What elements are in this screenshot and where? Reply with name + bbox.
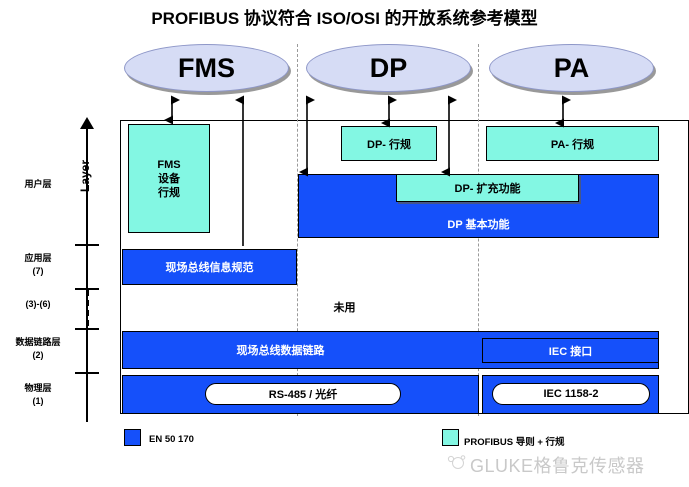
text-unused-label: 未用 [333, 302, 356, 314]
box-dp-basic-function-label: DP 基本功能 [447, 219, 510, 231]
layer-axis-line [86, 126, 88, 422]
layer-label-application-name: 应用层 [24, 253, 52, 263]
box-fieldbus-message-spec-label: 现场总线信息规范 [165, 262, 254, 274]
legend-swatch-profibus [442, 429, 459, 446]
box-dp-extended-function-label: DP- 扩充功能 [454, 183, 521, 195]
legend-swatch-en50170 [124, 429, 141, 446]
box-dp-profile-label: DP- 行规 [367, 138, 411, 151]
bubble-dp: DP [306, 44, 471, 92]
layer-label-user-name: 用户层 [24, 179, 52, 189]
watermark-icon [447, 455, 466, 469]
box-dp-extended-function: DP- 扩充功能 [396, 174, 579, 202]
box-fms-device-profile-line2: 设备 [158, 172, 180, 185]
layer-axis-dashed-segment [86, 290, 89, 326]
page-title: PROFIBUS 协议符合 ISO/OSI 的开放系统参考模型 [151, 9, 538, 28]
box-fms-device-profile-line3: 行规 [158, 186, 180, 199]
bubble-fms-label: FMS [178, 52, 235, 83]
box-fieldbus-message-spec: 现场总线信息规范 [122, 249, 297, 285]
text-unused: 未用 [0, 299, 689, 315]
legend-label-profibus: PROFIBUS 导则 + 行规 [464, 437, 565, 448]
pill-rs485: RS-485 / 光纤 [205, 383, 401, 405]
layer-label-application-number: (7) [32, 266, 44, 276]
layer-label-datalink-name: 数据链路层 [15, 337, 61, 347]
layer-label-3-6: (3)-(6) [0, 298, 76, 311]
box-fieldbus-data-link-label: 现场总线数据链路 [236, 345, 325, 357]
layer-tick-4 [75, 372, 99, 374]
layer-label-application: 应用层 (7) [0, 252, 76, 278]
layer-axis-arrowhead [80, 117, 94, 129]
bubble-pa-label: PA [553, 52, 590, 83]
layer-label-3-6-number: (3)-(6) [25, 299, 51, 309]
box-dp-profile: DP- 行规 [341, 126, 437, 161]
layer-tick-1 [75, 244, 99, 246]
legend-label-en50170: EN 50 170 [149, 434, 194, 445]
column-separator-fms-dp [297, 44, 298, 416]
watermark-text: GLUKE格鲁克传感器 [470, 456, 645, 476]
pill-rs485-label: RS-485 / 光纤 [268, 389, 338, 401]
box-iec-interface-label: IEC 接口 [548, 345, 593, 358]
layer-tick-3 [75, 328, 99, 330]
layer-label-physical: 物理层 (1) [0, 382, 76, 408]
layer-label-datalink: 数据链路层 (2) [0, 336, 76, 362]
layer-tick-2 [75, 288, 99, 290]
box-fms-device-profile-line1: FMS [157, 158, 181, 171]
layer-label-user: 用户层 [0, 178, 76, 191]
layer-label-datalink-number: (2) [32, 350, 44, 360]
bubble-pa: PA [489, 44, 654, 92]
layer-label-physical-name: 物理层 [24, 383, 52, 393]
layer-label-physical-number: (1) [32, 396, 44, 406]
box-iec-interface: IEC 接口 [482, 338, 659, 363]
box-fms-device-profile: FMS 设备 行规 [128, 124, 210, 233]
box-pa-profile-label: PA- 行规 [550, 138, 595, 151]
pill-iec1158: IEC 1158-2 [492, 383, 650, 405]
bubble-dp-label: DP [369, 52, 408, 83]
pill-iec1158-label: IEC 1158-2 [543, 388, 599, 400]
bubble-fms: FMS [124, 44, 289, 92]
layer-axis-caption: Layer [78, 160, 92, 193]
box-pa-profile: PA- 行规 [486, 126, 659, 161]
